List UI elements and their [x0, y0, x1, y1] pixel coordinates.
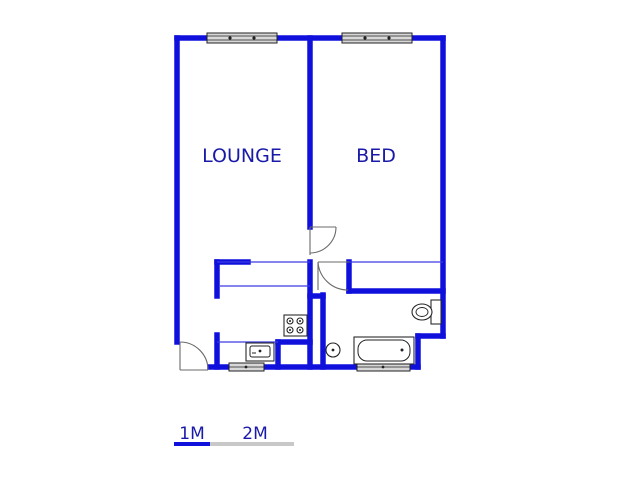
room-label-lounge: LOUNGE	[202, 145, 282, 167]
scale-bar: 1M 2M	[174, 424, 294, 446]
window-lounge	[206, 32, 278, 44]
door-entrance	[179, 341, 209, 371]
sink-icon	[245, 342, 275, 362]
basin-icon	[325, 342, 341, 358]
windows	[206, 32, 413, 372]
window-bed	[341, 32, 413, 44]
scale-label-2m: 2M	[242, 424, 267, 444]
kitchen-counter-upper	[217, 261, 310, 287]
doors	[179, 226, 349, 371]
toilet-icon	[411, 299, 442, 325]
bathtub-icon	[353, 336, 415, 365]
built-ins	[217, 261, 443, 343]
door-bedroom	[309, 226, 337, 255]
stove-icon	[283, 314, 308, 337]
room-label-bed: BED	[356, 145, 396, 167]
door-bathroom	[317, 261, 349, 291]
window-kitchen	[228, 362, 265, 372]
scale-label-1m: 1M	[179, 424, 204, 444]
walls	[174, 35, 446, 370]
